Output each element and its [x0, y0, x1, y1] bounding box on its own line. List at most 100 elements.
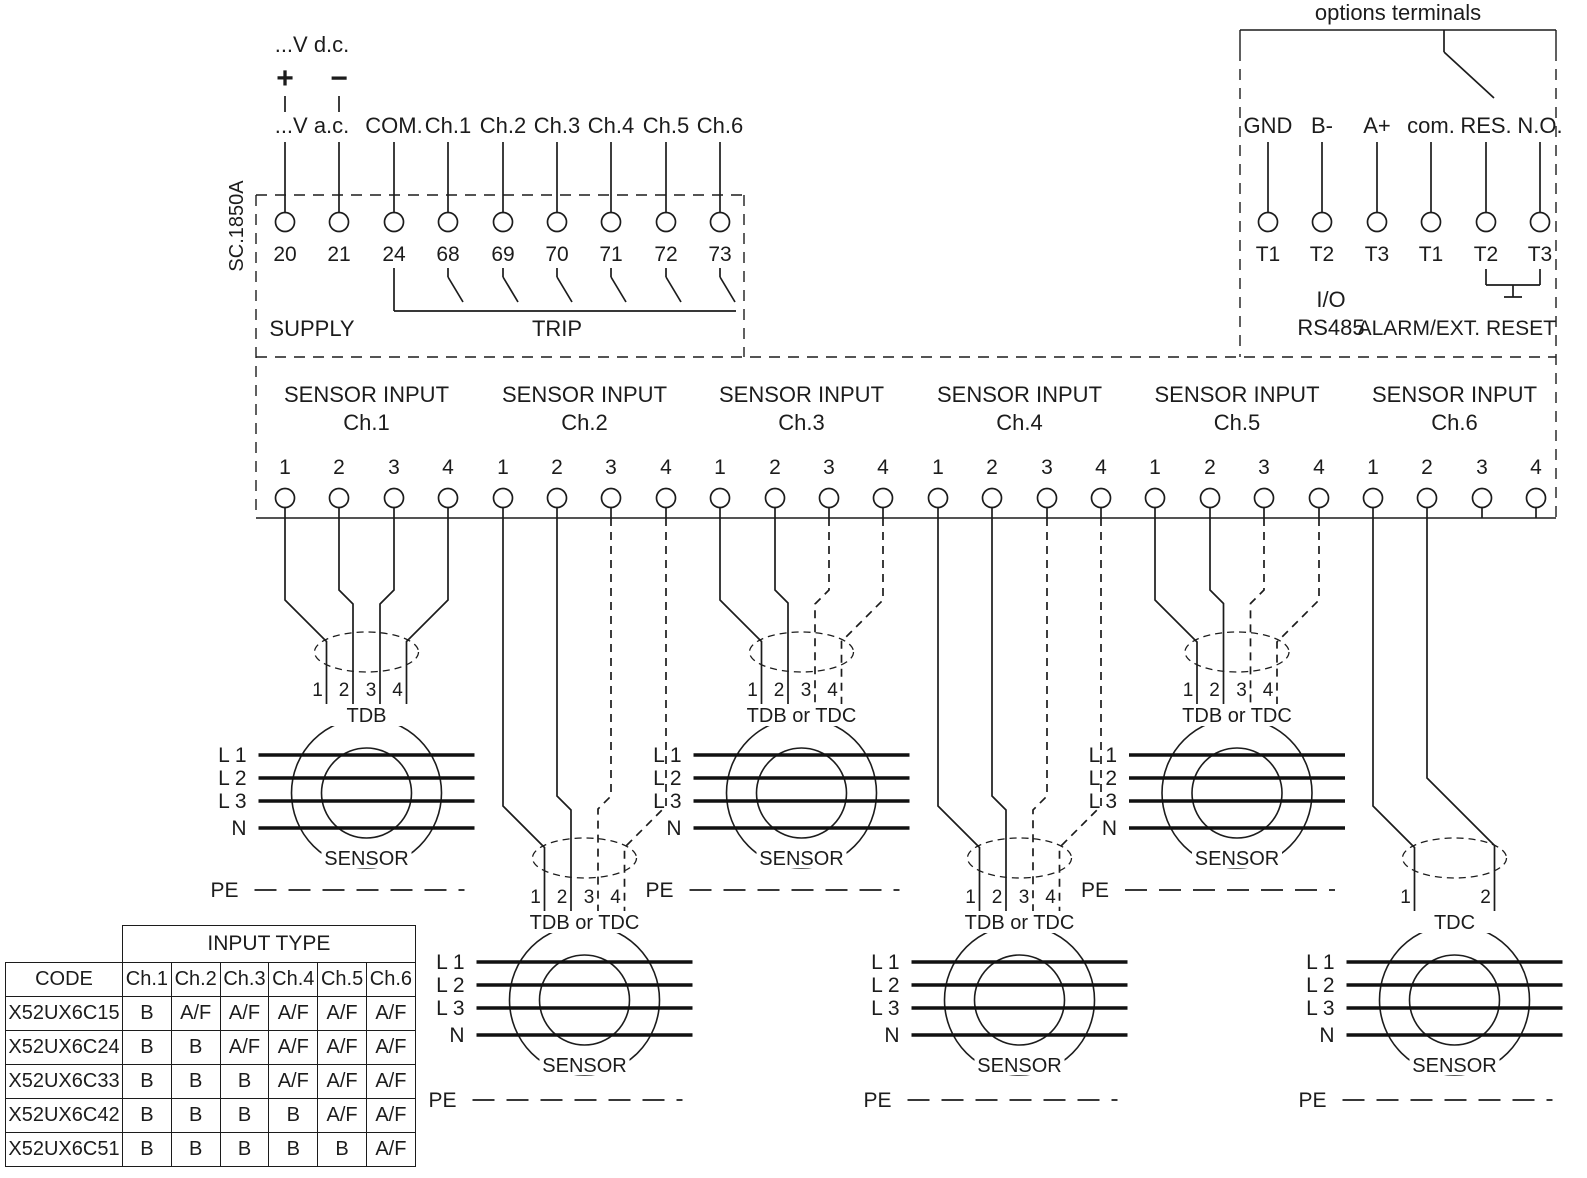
cable-entry-number: 1 — [530, 887, 541, 908]
sensor-wire — [1276, 518, 1320, 704]
type-cell: A/F — [219, 1030, 270, 1065]
sensor-terminal-number: 4 — [1530, 456, 1542, 479]
sensor-label: SENSOR — [759, 848, 843, 870]
sensor-terminal-number: 1 — [279, 456, 291, 479]
sensor-input-channel: Ch.5 — [1214, 410, 1260, 435]
sensor-ring — [1378, 924, 1531, 1076]
type-cell: B — [170, 1098, 221, 1133]
type-cell: A/F — [317, 1098, 367, 1133]
column-header: Ch.6 — [365, 962, 416, 997]
sensor-wire — [284, 518, 328, 704]
phase-label: L 1 — [653, 744, 681, 767]
sensor-terminal-number: 1 — [1149, 456, 1161, 479]
terminal-circle — [1475, 211, 1497, 233]
sensor-ring-inner — [755, 747, 848, 839]
terminal-circle — [764, 487, 786, 509]
terminal-circle — [1362, 487, 1384, 509]
sensor-ring-inner — [1191, 747, 1283, 839]
sensor-terminal-number: 4 — [660, 456, 672, 479]
terminal-circle — [1144, 487, 1166, 509]
rs485-terminal-label: A+ — [1363, 113, 1391, 138]
sensor-type-label: TDB — [347, 705, 387, 727]
code-cell: X52UX6C51 — [5, 1132, 123, 1167]
sensor-terminal-number: 4 — [877, 456, 889, 479]
terminal-number: T3 — [1528, 243, 1553, 266]
phase-label: L 2 — [871, 974, 899, 997]
terminal-circle — [1036, 487, 1058, 509]
terminal-circle — [383, 211, 405, 233]
terminal-number: 72 — [654, 243, 677, 266]
terminal-number: 70 — [545, 243, 568, 266]
sensor-ring — [943, 924, 1096, 1076]
type-cell: B — [170, 1132, 221, 1167]
cable-entry-number: 3 — [1236, 680, 1247, 701]
column-header: Ch.5 — [317, 962, 367, 997]
sensor-wire — [937, 518, 981, 911]
terminal-circle — [1416, 487, 1438, 509]
type-cell: B — [268, 1098, 319, 1133]
type-cell: A/F — [317, 996, 367, 1031]
terminal-number: 73 — [708, 243, 731, 266]
sensor-wire — [1154, 518, 1198, 704]
sensor-wire — [623, 518, 667, 911]
phase-label: L 1 — [436, 951, 464, 974]
sensor-input-title: SENSOR INPUT — [284, 382, 449, 407]
cable-ellipse — [1401, 837, 1508, 879]
terminal-circle — [328, 487, 350, 509]
type-cell: B — [122, 1064, 172, 1099]
table-title-row: INPUT TYPE — [6, 925, 416, 963]
terminal-circle — [437, 211, 459, 233]
terminal-circle — [1525, 487, 1547, 509]
terminal-circle — [1420, 211, 1442, 233]
cable-entry-number: 1 — [1400, 887, 1411, 908]
terminal-circle — [274, 487, 296, 509]
sensor-wire — [814, 518, 830, 704]
trip-terminal-label: COM. — [365, 113, 422, 138]
table-title: INPUT TYPE — [122, 925, 416, 963]
device-outline: SC.1850A — [226, 50, 1557, 519]
cable-entry-number: 1 — [747, 680, 758, 701]
cable-ellipse — [531, 837, 638, 879]
type-cell: B — [170, 1064, 221, 1099]
cable-ellipse — [313, 631, 420, 673]
terminal-circle — [1471, 487, 1493, 509]
input-type-table: INPUT TYPE CODE Ch.1 Ch.2 Ch.3 Ch.4 Ch.5… — [5, 925, 416, 1167]
cable-ellipse — [966, 837, 1073, 879]
sensor-ring-inner — [1408, 954, 1501, 1046]
sensor-input-channel: Ch.6 — [1431, 410, 1477, 435]
terminal-circle — [437, 487, 459, 509]
sensor-ring-inner — [973, 954, 1066, 1046]
trip-contacts — [393, 268, 736, 312]
type-cell: A/F — [170, 996, 221, 1031]
type-cell: B — [122, 1098, 172, 1133]
type-cell: B — [122, 1132, 172, 1167]
terminal-circle — [872, 487, 894, 509]
type-cell: A/F — [365, 1030, 416, 1065]
cable-ellipse — [748, 631, 855, 673]
terminal-number: 71 — [599, 243, 622, 266]
device-model-label: SC.1850A — [226, 180, 248, 272]
type-cell: B — [219, 1098, 270, 1133]
sensor-wire — [1372, 518, 1416, 911]
sensor-terminal-number: 3 — [1258, 456, 1270, 479]
trip-terminal-label: Ch.1 — [425, 113, 471, 138]
sensor-terminal-number: 4 — [1095, 456, 1107, 479]
phase-label: L 3 — [653, 790, 681, 813]
io-label: I/O — [1316, 287, 1345, 312]
cable-ellipse — [1184, 631, 1290, 673]
sensor-ring — [725, 717, 878, 869]
terminal-circle — [1257, 211, 1279, 233]
type-cell: B — [219, 1064, 270, 1099]
phase-label: N — [666, 817, 681, 840]
sensor-input-channel: Ch.4 — [996, 410, 1042, 435]
sensor-ring — [290, 717, 443, 869]
phase-label: N — [1102, 817, 1117, 840]
sensor-ring — [1161, 717, 1313, 869]
pe-label: PE — [863, 1089, 891, 1112]
sensor-terminal-number: 1 — [714, 456, 726, 479]
